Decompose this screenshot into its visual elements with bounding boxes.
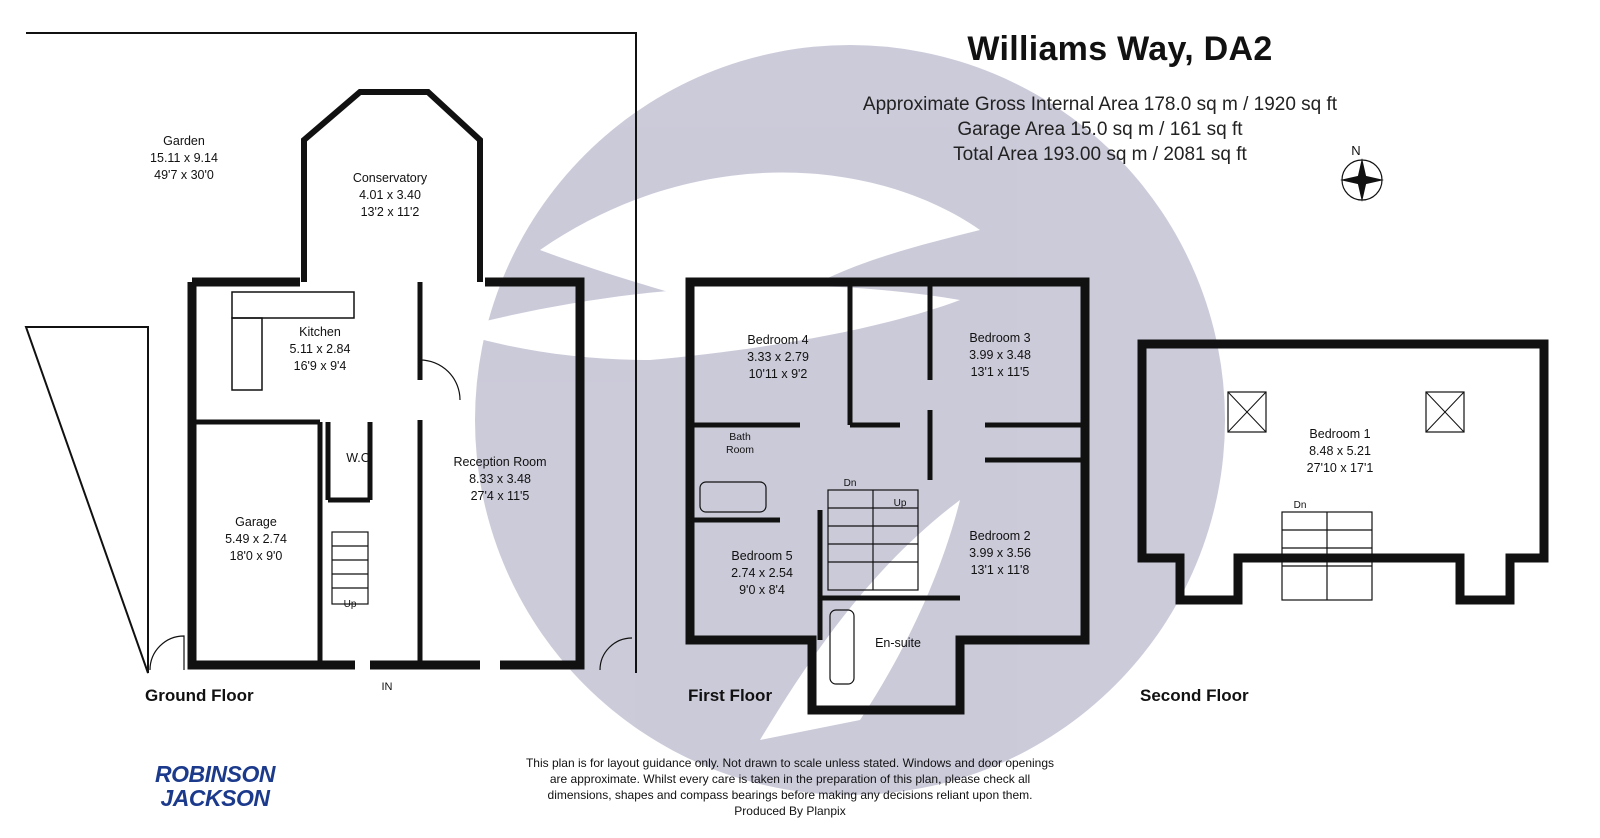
second-floor-label: Second Floor: [1140, 686, 1249, 705]
second-outer-wall: [1137, 339, 1549, 605]
total-area: Total Area 193.00 sq m / 2081 sq ft: [953, 144, 1247, 165]
garage-name: Garage: [235, 515, 277, 529]
reception-metric: 8.33 x 3.48: [469, 472, 531, 486]
first-floor-label: First Floor: [688, 686, 772, 705]
garden-name: Garden: [163, 134, 205, 148]
wc-name: W.C: [346, 451, 370, 465]
garden-imperial: 49'7 x 30'0: [154, 168, 214, 182]
bathtub: [699, 481, 767, 513]
ground-stairs: [331, 531, 369, 605]
conservatory-name: Conservatory: [353, 171, 428, 185]
garden-outline: [24, 32, 637, 674]
stairs-up-first: Up: [894, 498, 907, 509]
room-labels: Garden 15.11 x 9.14 49'7 x 30'0 Conserva…: [150, 134, 1373, 693]
kitchen-counter: [231, 291, 355, 319]
bedroom3-name: Bedroom 3: [969, 331, 1030, 345]
kitchen-metric: 5.11 x 2.84: [290, 342, 351, 356]
skylight-right: [1425, 391, 1465, 433]
disclaimer-line2: are approximate. Whilst every care is ta…: [549, 772, 1031, 786]
bathroom-line2: Room: [726, 444, 754, 456]
reception-imperial: 27'4 x 11'5: [471, 489, 530, 503]
ensuite-name: En-suite: [875, 636, 921, 650]
logo-line1: ROBINSON: [155, 761, 275, 787]
entry-door-arc: [599, 637, 633, 671]
garage-door-arc: [149, 635, 185, 671]
bedroom2-name: Bedroom 2: [969, 529, 1030, 543]
first-outer-wall: [685, 277, 1090, 715]
garage-area: Garage Area 15.0 sq m / 161 sq ft: [957, 119, 1243, 140]
compass-rose: N: [1340, 143, 1384, 202]
entrance-label: IN: [382, 681, 393, 693]
garage-imperial: 18'0 x 9'0: [230, 549, 283, 563]
stairs-up-ground: Up: [344, 599, 357, 610]
bedroom2-metric: 3.99 x 3.56: [969, 546, 1031, 560]
garden-metric: 15.11 x 9.14: [150, 151, 218, 165]
bedroom5-metric: 2.74 x 2.54: [731, 566, 793, 580]
reception-name: Reception Room: [453, 455, 546, 469]
first-internal-walls: [690, 282, 1085, 640]
area-summary: Approximate Gross Internal Area 178.0 sq…: [760, 92, 1440, 167]
ground-internal-walls: [192, 282, 423, 665]
agency-logo: ROBINSON JACKSON: [150, 762, 280, 810]
bedroom1-name: Bedroom 1: [1309, 427, 1370, 441]
kitchen-name: Kitchen: [299, 325, 341, 339]
bedroom4-metric: 3.33 x 2.79: [747, 350, 809, 364]
conservatory-metric: 4.01 x 3.40: [359, 188, 421, 202]
disclaimer-line4: Produced By Planpix: [734, 804, 846, 818]
logo-line2: JACKSON: [160, 785, 270, 811]
disclaimer-line1: This plan is for layout guidance only. N…: [525, 756, 1055, 770]
bedroom3-imperial: 13'1 x 11'5: [971, 365, 1030, 379]
bathroom-line1: Bath: [729, 431, 751, 443]
skylight-left: [1227, 391, 1267, 433]
bedroom5-imperial: 9'0 x 8'4: [739, 583, 785, 597]
stairs-dn-second: Dn: [1294, 500, 1307, 511]
first-floor-plan: [685, 277, 1090, 715]
garage-metric: 5.49 x 2.74: [225, 532, 287, 546]
gross-internal-area: Approximate Gross Internal Area 178.0 sq…: [862, 94, 1338, 115]
ground-floor-label: Ground Floor: [145, 686, 254, 705]
ensuite-bath: [829, 609, 855, 685]
bedroom2-imperial: 13'1 x 11'8: [971, 563, 1030, 577]
ground-floor-plan: [24, 32, 637, 674]
bedroom1-metric: 8.48 x 5.21: [1309, 444, 1371, 458]
kitchen-imperial: 16'9 x 9'4: [294, 359, 347, 373]
stairs-dn-first: Dn: [844, 478, 857, 489]
kitchen-door-arc: [419, 359, 461, 401]
bedroom1-imperial: 27'10 x 17'1: [1307, 461, 1374, 475]
first-stairs: [827, 489, 919, 591]
disclaimer: This plan is for layout guidance only. N…: [470, 755, 1110, 819]
bedroom4-imperial: 10'11 x 9'2: [749, 367, 808, 381]
compass-label: N: [1351, 143, 1360, 158]
bedroom3-metric: 3.99 x 3.48: [969, 348, 1031, 362]
second-floor-plan: [1137, 339, 1549, 605]
disclaimer-line3: dimensions, shapes and compass bearings …: [547, 788, 1033, 802]
ground-outer-wall: [187, 277, 585, 670]
property-title: Williams Way, DA2: [967, 30, 1273, 68]
bedroom5-name: Bedroom 5: [731, 549, 792, 563]
second-stairs: [1281, 511, 1373, 601]
conservatory-imperial: 13'2 x 11'2: [361, 205, 420, 219]
conservatory-wall: [301, 89, 483, 282]
kitchen-island: [231, 317, 263, 391]
bedroom4-name: Bedroom 4: [747, 333, 808, 347]
